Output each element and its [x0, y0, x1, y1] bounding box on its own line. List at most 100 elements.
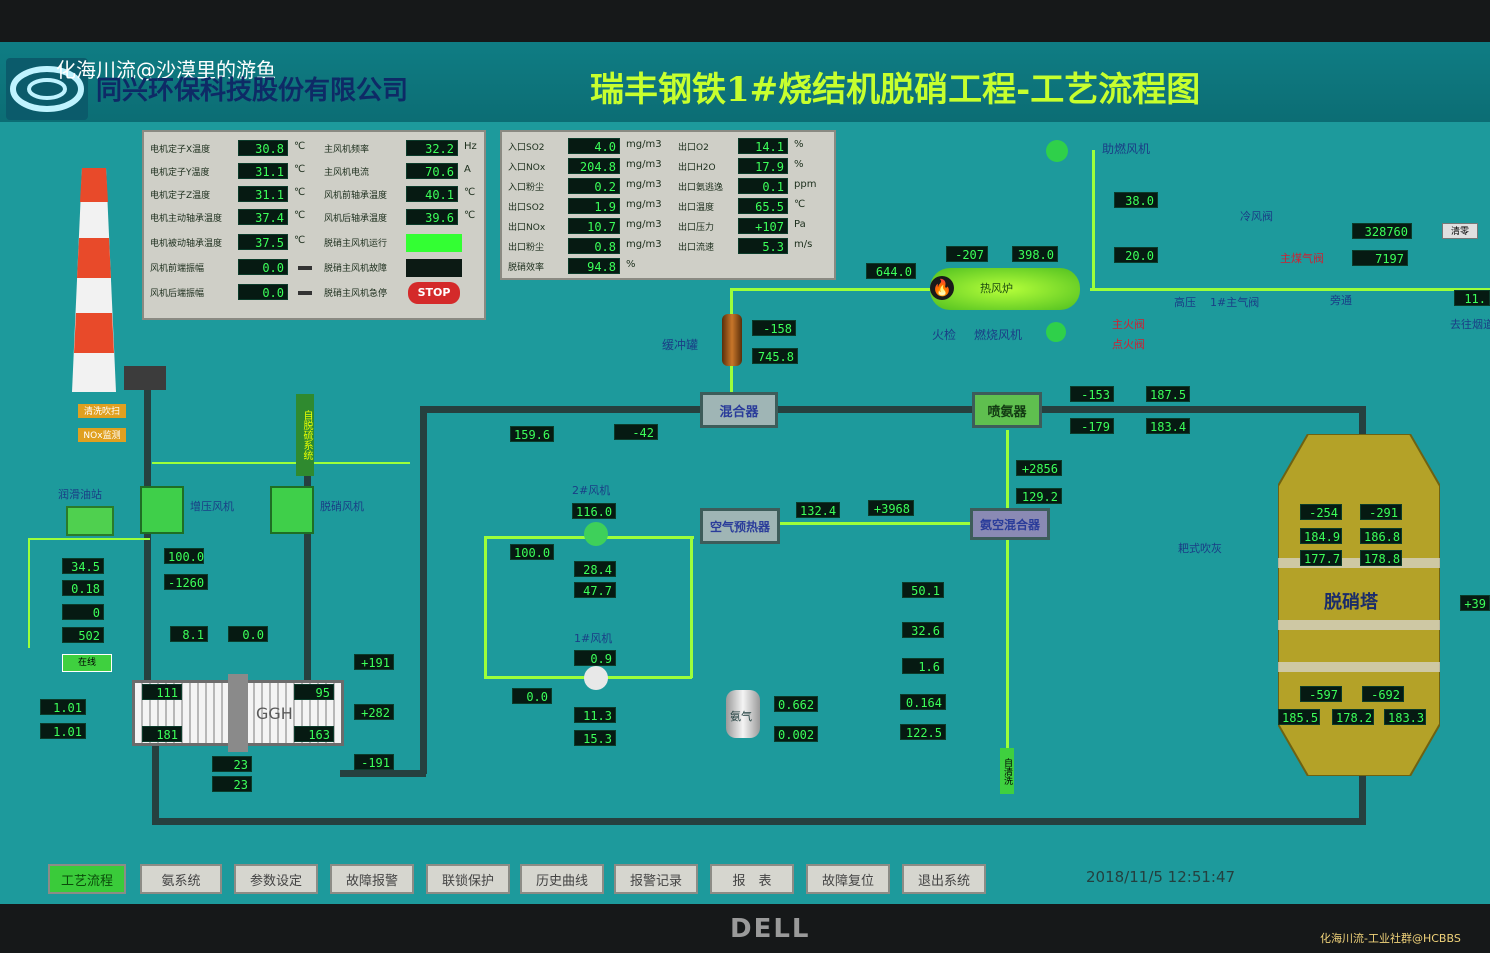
- outlet-so2: 1.9: [568, 198, 620, 214]
- booster-fan-icon[interactable]: [140, 486, 184, 534]
- left-tag-1[interactable]: 清洗吹扫: [78, 404, 126, 418]
- fuel-gas-label: 主煤气阀: [1280, 252, 1324, 265]
- nav-alarm-log[interactable]: 报警记录: [614, 864, 698, 894]
- fan1-icon[interactable]: [584, 666, 608, 690]
- unit: %: [794, 159, 804, 170]
- unit: ℃: [294, 235, 306, 246]
- ammonia-tank-label: 氨气: [730, 710, 752, 723]
- panel2-label: 出口氨逃逸: [678, 183, 724, 193]
- inj-pressure-b: -179: [1070, 418, 1114, 434]
- chimney-icon: [64, 168, 124, 392]
- ammonia-opening: 50.1: [902, 582, 944, 598]
- unit: m/s: [794, 239, 813, 250]
- ammonia-pressure: +2856: [1016, 460, 1062, 476]
- panel1-label: 脱硝主风机运行: [324, 239, 388, 249]
- mixer[interactable]: 混合器: [700, 392, 778, 428]
- panel1-label: 风机前轴承温度: [324, 191, 388, 201]
- nav-fault-reset[interactable]: 故障复位: [806, 864, 890, 894]
- gas-pipe-fan-vert: [1092, 150, 1095, 290]
- outlet-temp: 65.5: [738, 198, 788, 214]
- right-edge-reading: 11.: [1454, 290, 1490, 306]
- dilution-fan-icon[interactable]: [1046, 140, 1068, 162]
- unit: %: [626, 259, 636, 270]
- ammonia-temp: 129.2: [1016, 488, 1062, 504]
- preheater-pressure: +3968: [868, 500, 914, 516]
- motor-passive-bearing-temp: 37.5: [238, 234, 288, 250]
- ammonia-tank-icon[interactable]: [726, 690, 760, 738]
- fan-front-bearing-temp: 40.1: [406, 186, 458, 202]
- hot-stove-label: 热风炉: [980, 282, 1013, 295]
- pipe-left-vert: [420, 406, 427, 774]
- ggh-pressure-191: +191: [354, 654, 394, 670]
- stop-button[interactable]: STOP: [408, 282, 460, 304]
- combustion-fan-icon[interactable]: [1046, 322, 1066, 342]
- lube-station-icon[interactable]: [66, 506, 114, 536]
- fan-current-0: 0.0: [228, 626, 268, 642]
- fan1-label: 1#风机: [574, 632, 613, 645]
- tower-t3: 177.7: [1300, 550, 1342, 566]
- unit: ℃: [294, 141, 306, 152]
- ggh-rotor: [228, 674, 248, 752]
- nav-ammonia[interactable]: 氨系统: [140, 864, 222, 894]
- fan2-icon[interactable]: [584, 522, 608, 546]
- panel1-label: 脱硝主风机急停: [324, 289, 388, 299]
- panel1-label: 电机定子Y温度: [150, 168, 210, 178]
- hot-stove[interactable]: [930, 268, 1080, 310]
- ggh-temp-23b: 23: [212, 776, 252, 792]
- main-fan-freq: 32.2: [406, 140, 458, 156]
- buffer-tank[interactable]: [722, 314, 742, 366]
- inlet-dust: 0.2: [568, 178, 620, 194]
- left-tag-2[interactable]: NOx监测: [78, 428, 126, 442]
- buffer-pressure: -158: [752, 320, 796, 336]
- denox-fan-icon[interactable]: [270, 486, 314, 534]
- unit: ℃: [464, 187, 476, 198]
- main-fan-current: 70.6: [406, 163, 458, 179]
- ggh-temp-111: 111: [142, 684, 182, 700]
- inlet-so2: 4.0: [568, 138, 620, 154]
- clear-button[interactable]: 清零: [1442, 223, 1478, 239]
- air-preheater[interactable]: 空气预热器: [700, 508, 780, 544]
- unit: mg/m3: [626, 219, 662, 230]
- nav-params[interactable]: 参数设定: [234, 864, 318, 894]
- tower-t7: 183.3: [1384, 709, 1426, 725]
- unit: Hz: [464, 141, 477, 152]
- inj-temp-a: 187.5: [1146, 386, 1190, 402]
- online-tag[interactable]: 在线: [62, 654, 112, 672]
- lube-pressure: 0.18: [62, 580, 104, 596]
- booster-fan-label: 增压风机: [190, 500, 234, 513]
- ammonia-air-mixer[interactable]: 氨空混合器: [970, 508, 1050, 540]
- pipe-ggh-left: [304, 410, 311, 700]
- nav-process[interactable]: 工艺流程: [48, 864, 126, 894]
- air-pipe-d: [690, 536, 693, 678]
- emission-panel: 入口SO2 4.0 mg/m3 入口NOx 204.8 mg/m3 入口粉尘 0…: [500, 130, 836, 280]
- outlet-ammonia-slip: 0.1: [738, 178, 788, 194]
- nav-exit[interactable]: 退出系统: [902, 864, 986, 894]
- buffer-temp: 745.8: [752, 348, 798, 364]
- pipe-chimney-vert: [144, 390, 151, 700]
- pipe-pass-label: 旁通: [1330, 294, 1352, 307]
- unit: ℃: [794, 199, 806, 210]
- nav-alarm[interactable]: 故障报警: [330, 864, 414, 894]
- unit: ℃: [294, 187, 306, 198]
- fire-gun-label: 火检: [932, 328, 957, 342]
- tower-t6: 178.2: [1332, 709, 1374, 725]
- dilution-air-reading: 38.0: [1114, 192, 1158, 208]
- ammonia-injector[interactable]: 喷氨器: [972, 392, 1042, 428]
- outlet-dust: 0.8: [568, 238, 620, 254]
- combustion-fan-label: 燃烧风机: [974, 328, 1023, 342]
- lube-pipe: [152, 462, 410, 464]
- outlet-nox: 10.7: [568, 218, 620, 234]
- soot-blow-label: 耙式吹灰: [1178, 542, 1222, 555]
- nav-interlock[interactable]: 联锁保护: [426, 864, 510, 894]
- panel2-label: 出口SO2: [508, 203, 545, 213]
- fan2-temp-b: 47.7: [574, 582, 616, 598]
- panel1-label: 电机被动轴承温度: [150, 239, 223, 249]
- nav-history[interactable]: 历史曲线: [520, 864, 604, 894]
- nav-report[interactable]: 报 表: [710, 864, 794, 894]
- outlet-o2: 14.1: [738, 138, 788, 154]
- stove-pressure: -207: [946, 246, 988, 262]
- ggh-label: GGH: [256, 704, 293, 723]
- self-clean-tag: 自清洗: [1000, 748, 1014, 794]
- dilution-fan-label: 助燃风机: [1102, 142, 1151, 156]
